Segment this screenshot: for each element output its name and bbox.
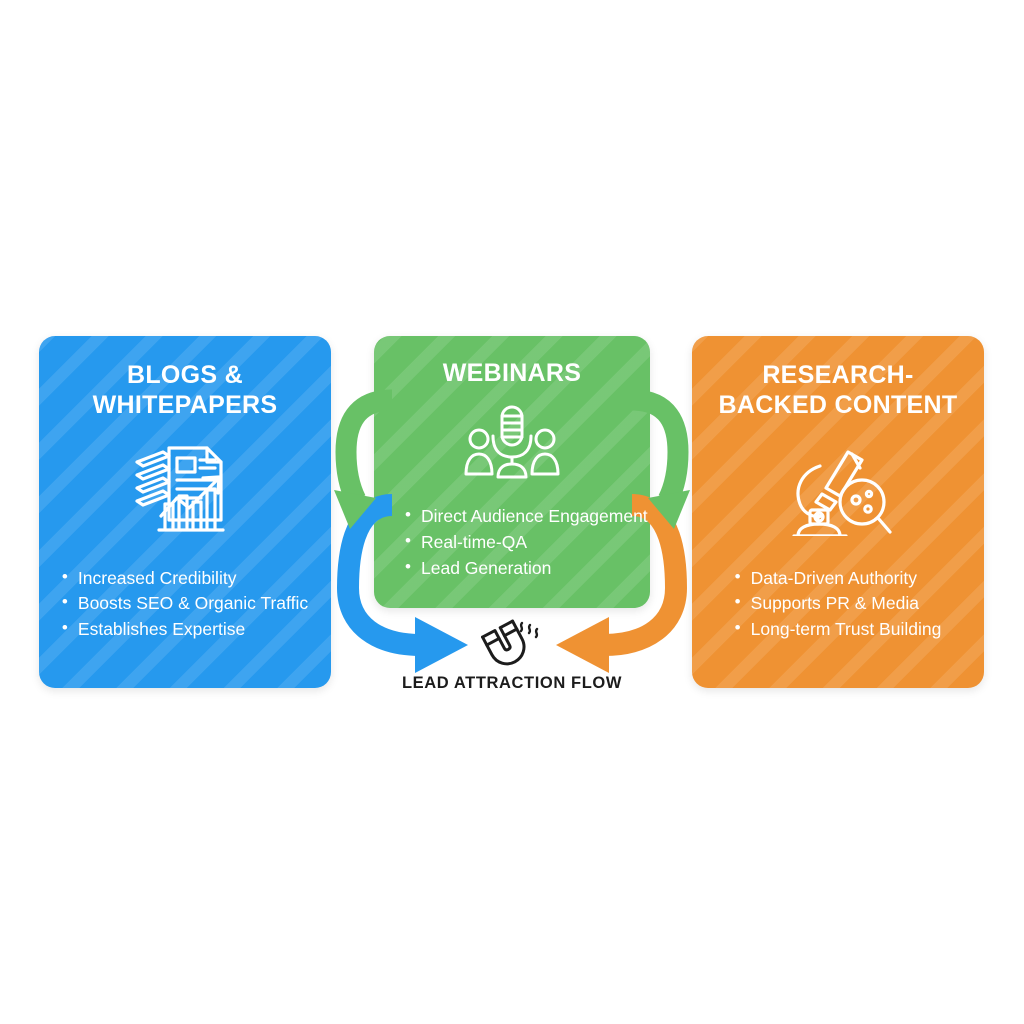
card-title-webinars: WEBINARS [442,359,582,387]
list-item: Increased Credibility [62,565,308,592]
card-webinars[interactable]: WEBINARS [374,336,650,608]
flow-label: LEAD ATTRACTION FLOW [401,674,623,692]
card-title-blogs: BLOGS & WHITEPAPERS [92,361,278,420]
card-blogs-whitepapers[interactable]: BLOGS & WHITEPAPERS [39,336,331,688]
list-item: Lead Generation [405,555,648,582]
microphone-audience-icon [464,404,560,480]
microscope-magnifier-icon [782,440,894,536]
list-item: Establishes Expertise [62,616,308,643]
card-bullets-webinars: Direct Audience Engagement Real-time-QA … [405,503,648,582]
card-research-backed-content[interactable]: RESEARCH- BACKED CONTENT [692,336,984,688]
list-item: Direct Audience Engagement [405,503,648,530]
list-item: Boosts SEO & Organic Traffic [62,590,308,617]
list-item: Long-term Trust Building [735,616,942,643]
list-item: Data-Driven Authority [735,565,942,592]
card-title-research: RESEARCH- BACKED CONTENT [718,361,958,420]
magnet-icon [481,617,543,671]
card-bullets-research: Data-Driven Authority Supports PR & Medi… [735,565,942,643]
list-item: Real-time-QA [405,529,648,556]
card-bullets-blogs: Increased Credibility Boosts SEO & Organ… [62,565,308,643]
documents-chart-icon [129,440,241,536]
list-item: Supports PR & Media [735,590,942,617]
